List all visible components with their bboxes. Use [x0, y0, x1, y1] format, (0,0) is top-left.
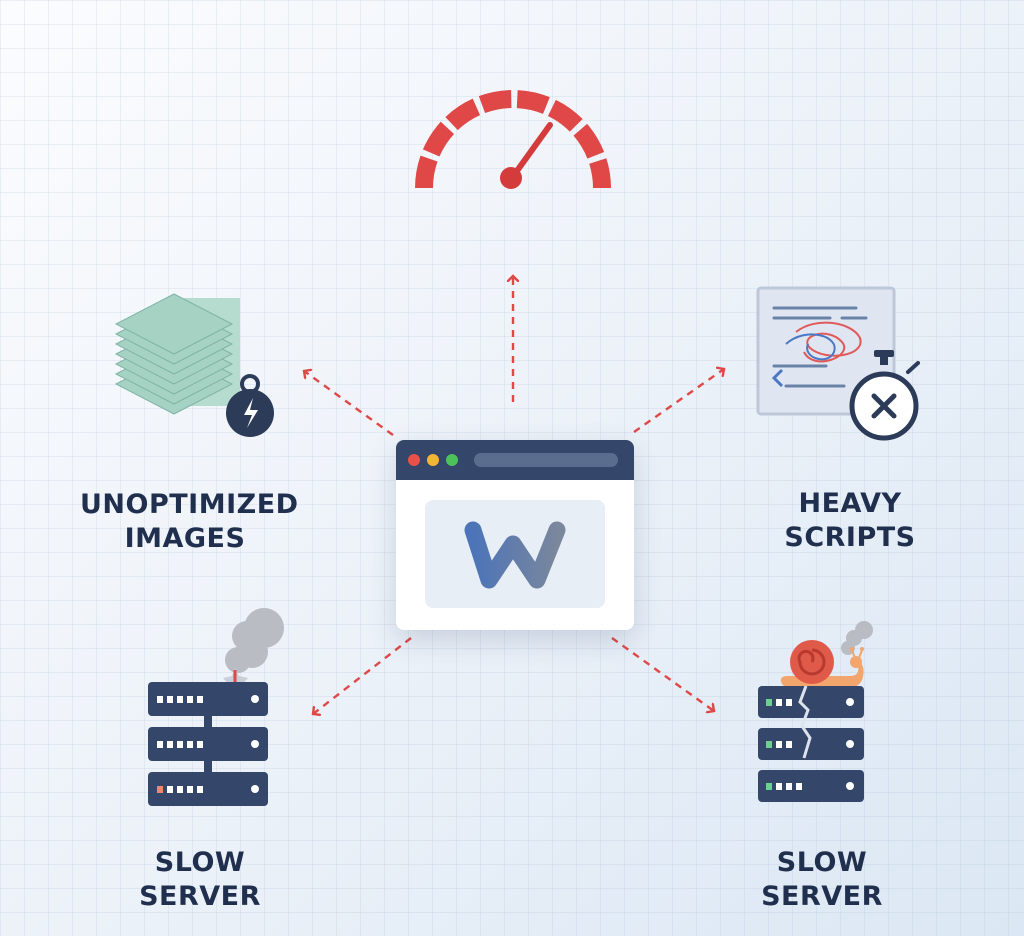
- website-browser-window: W: [396, 440, 634, 630]
- label-slow-server-right: SLOW SERVER: [761, 847, 883, 912]
- address-bar: [474, 453, 618, 467]
- arrow-to-images: [304, 371, 394, 436]
- browser-title-bar: [396, 440, 634, 480]
- code-file-stopwatch-icon: [756, 286, 920, 441]
- maximize-dot-icon: [446, 454, 458, 466]
- server-rack-snail-icon: [758, 621, 873, 802]
- website-logo-icon: W: [464, 521, 566, 589]
- minimize-dot-icon: [427, 454, 439, 466]
- browser-content-panel: W: [425, 500, 605, 608]
- close-dot-icon: [408, 454, 420, 466]
- label-heavy-scripts: HEAVY SCRIPTS: [784, 488, 916, 553]
- label-slow-server-left: SLOW SERVER: [139, 847, 261, 912]
- speedometer-icon: [415, 90, 611, 189]
- arrow-to-scripts: [633, 369, 724, 433]
- server-rack-left-icon: [148, 608, 284, 806]
- image-stack-icon: [114, 293, 274, 437]
- label-unoptimized-images: UNOPTIMIZED IMAGES: [80, 489, 299, 554]
- arrow-to-server-right: [611, 637, 714, 711]
- website-logo-text: W: [515, 559, 516, 561]
- arrow-to-server-left: [313, 637, 412, 714]
